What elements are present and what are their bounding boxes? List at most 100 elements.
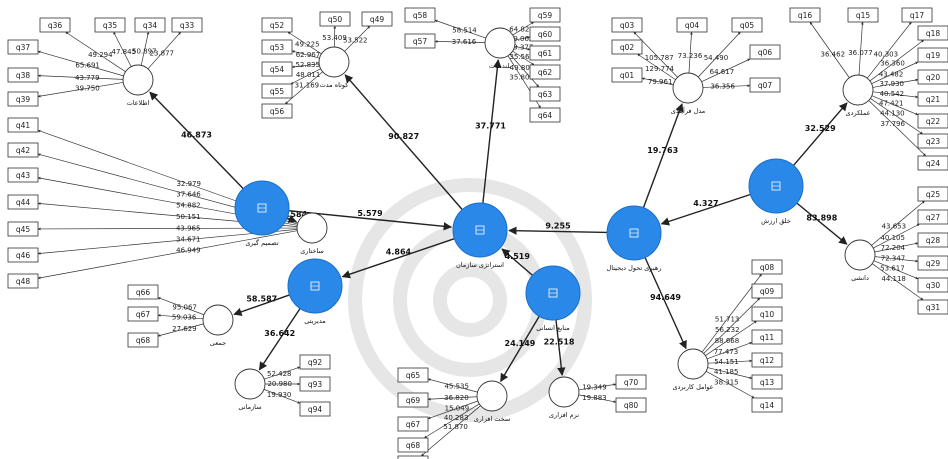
indicator-label: q93 (308, 380, 323, 389)
indicator-box[interactable]: q22 (917, 113, 948, 129)
indicator-box[interactable]: q30 (917, 277, 948, 293)
indicator-box[interactable]: q65 (397, 367, 429, 383)
indicator-box[interactable]: q94 (299, 401, 331, 417)
indicator-box[interactable]: q38 (7, 67, 39, 83)
indicator-box[interactable]: q62 (529, 64, 561, 80)
indicator-box[interactable]: q50 (319, 11, 351, 27)
indicator-box[interactable]: q01 (611, 67, 643, 83)
indicator-box[interactable]: q17 (901, 7, 933, 23)
indicator-box[interactable]: q42 (7, 142, 39, 158)
indicator-box[interactable]: q12 (751, 352, 783, 368)
indicator-box[interactable]: q11 (751, 329, 783, 345)
indicator-box[interactable]: q58 (404, 7, 436, 23)
indicator-box[interactable]: q39 (7, 91, 39, 107)
indicator-box[interactable]: q61 (529, 45, 561, 61)
construct-model[interactable]: مدل فرآیندی (671, 72, 705, 115)
construct-org[interactable]: سازمانی (234, 368, 266, 411)
indicator-box[interactable]: q52 (261, 17, 293, 33)
indicator-box[interactable]: q23 (917, 133, 948, 149)
construct-long[interactable]: بلندمدت (484, 27, 516, 70)
indicator-box[interactable]: q18 (917, 25, 948, 41)
indicator-box[interactable]: q57 (404, 33, 436, 49)
construct-struct[interactable]: ساختاری (296, 212, 328, 255)
indicator-box[interactable]: q70 (615, 374, 647, 390)
indicator-label: q01 (620, 71, 635, 80)
indicator-box[interactable]: q67 (397, 416, 429, 432)
indicator-box[interactable]: q34 (134, 17, 166, 33)
indicator-edge (871, 61, 919, 84)
indicator-label: q65 (406, 371, 421, 380)
indicator-box[interactable]: q33 (171, 17, 203, 33)
indicator-box[interactable]: q05 (731, 17, 763, 33)
indicator-box[interactable]: q56 (261, 103, 293, 119)
indicator-box[interactable]: q07 (749, 77, 781, 93)
indicator-box[interactable]: q29 (917, 255, 948, 271)
construct-hub-manage[interactable]: مدیریتی (287, 258, 343, 325)
indicator-box[interactable]: q92 (299, 354, 331, 370)
indicator-box[interactable]: q04 (676, 17, 708, 33)
indicator-box[interactable]: q68 (397, 437, 429, 453)
indicator-box[interactable]: q21 (917, 91, 948, 107)
loading-label: 36.077 (848, 49, 873, 57)
indicator-box[interactable]: q02 (611, 39, 643, 55)
loading-label: 88.668 (715, 337, 740, 345)
indicator-box[interactable]: q54 (261, 61, 293, 77)
construct-hard[interactable]: سخت افزاری (474, 380, 511, 423)
indicator-box[interactable]: q63 (529, 86, 561, 102)
path-coefficient: 22.518 (544, 337, 575, 346)
indicator-box[interactable]: q20 (917, 69, 948, 85)
indicator-box[interactable]: q69 (397, 392, 429, 408)
indicator-box[interactable]: q59 (529, 7, 561, 23)
construct-hub-value[interactable]: خلق ارزش (748, 158, 804, 225)
indicator-label: q29 (926, 259, 941, 268)
indicator-box[interactable]: q55 (261, 83, 293, 99)
indicator-box[interactable]: q19 (917, 47, 948, 63)
construct-hub-people[interactable]: منابع انسانی (525, 265, 581, 332)
construct-human[interactable]: جمعی (202, 304, 234, 347)
construct-know[interactable]: دانشی (844, 239, 876, 282)
indicator-box[interactable]: q68 (127, 332, 159, 348)
indicator-box[interactable]: q93 (299, 376, 331, 392)
indicator-box[interactable]: q09 (751, 283, 783, 299)
loading-label: 45.535 (444, 383, 469, 391)
indicator-box[interactable]: q31 (917, 299, 948, 315)
indicator-box[interactable]: q49 (361, 11, 393, 27)
construct-hub-leader[interactable]: رهبری تحول دیجیتال (606, 205, 662, 272)
indicator-box[interactable]: q53 (261, 39, 293, 55)
indicator-box[interactable]: q66 (127, 284, 159, 300)
indicator-box[interactable]: q10 (751, 306, 783, 322)
construct-short[interactable]: کوتاه مدت (318, 46, 350, 89)
construct-perf[interactable]: عملکردی (842, 74, 874, 117)
indicator-box[interactable]: q06 (749, 44, 781, 60)
indicator-box[interactable]: q15 (847, 7, 879, 23)
indicator-box[interactable]: q03 (611, 17, 643, 33)
indicator-box[interactable]: q08 (751, 259, 783, 275)
construct-hub-decision[interactable]: تصمیم گیری (234, 180, 290, 247)
indicator-box[interactable]: q24 (917, 155, 948, 171)
indicator-box[interactable]: q44 (7, 194, 39, 210)
indicator-box[interactable]: q37 (7, 39, 39, 55)
construct-hub-strategy[interactable]: استراتژی سازمان (452, 202, 508, 269)
indicator-box[interactable]: q41 (7, 117, 39, 133)
indicator-box[interactable]: q25 (917, 186, 948, 202)
indicator-box[interactable]: q45 (7, 221, 39, 237)
indicator-box[interactable]: q28 (917, 232, 948, 248)
indicator-box[interactable]: q27 (917, 209, 948, 225)
indicator-box[interactable]: q69 (397, 455, 429, 459)
construct-label: بلندمدت (489, 62, 512, 70)
construct-info[interactable]: اطلاعات (122, 64, 154, 107)
indicator-box[interactable]: q80 (615, 397, 647, 413)
indicator-box[interactable]: q67 (127, 306, 159, 322)
construct-soft[interactable]: نرم افزاری (548, 376, 580, 419)
indicator-box[interactable]: q36 (39, 17, 71, 33)
indicator-box[interactable]: q43 (7, 167, 39, 183)
indicator-box[interactable]: q60 (529, 26, 561, 42)
indicator-box[interactable]: q14 (751, 397, 783, 413)
indicator-box[interactable]: q64 (529, 107, 561, 123)
indicator-box[interactable]: q46 (7, 247, 39, 263)
indicator-box[interactable]: q48 (7, 273, 39, 289)
indicator-box[interactable]: q35 (94, 17, 126, 33)
construct-factors[interactable]: عوامل کاربردی (672, 348, 714, 391)
indicator-box[interactable]: q16 (789, 7, 821, 23)
indicator-box[interactable]: q13 (751, 374, 783, 390)
